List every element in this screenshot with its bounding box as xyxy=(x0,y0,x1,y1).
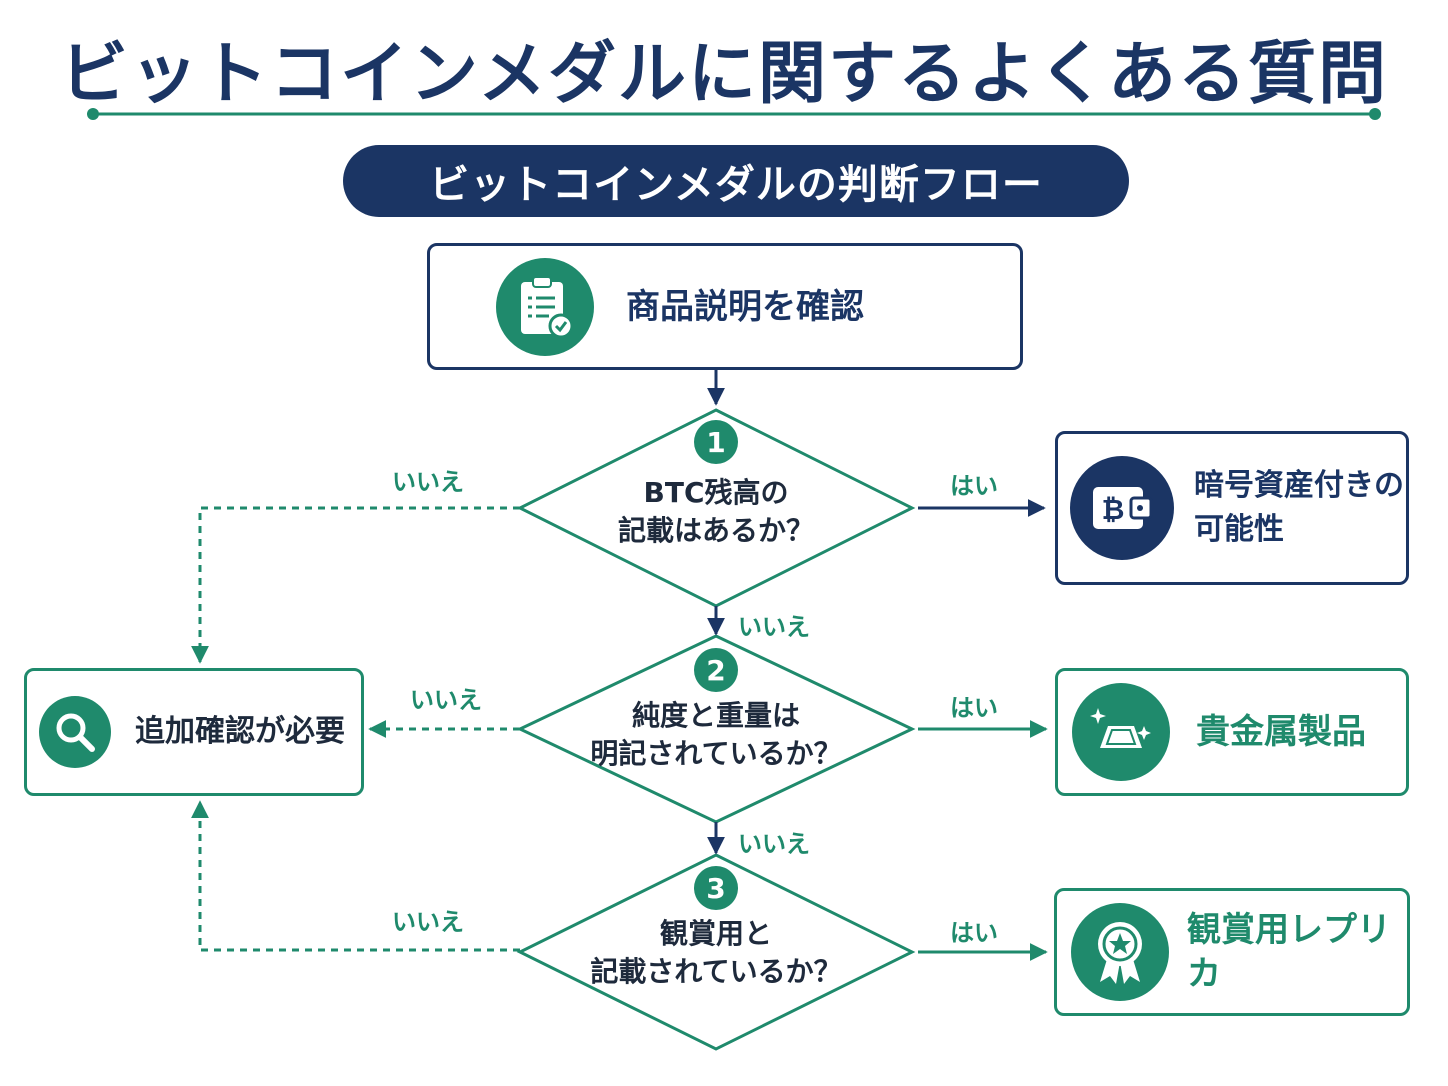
outcome-precious-metal-label: 貴金属製品 xyxy=(1196,712,1366,752)
start-label: 商品説明を確認 xyxy=(626,286,864,327)
award-ribbon-icon xyxy=(1071,903,1169,1001)
no-label-q1-left: いいえ xyxy=(392,468,464,496)
question-2-line1: 純度と重量は xyxy=(631,699,800,732)
arrow-q3-no xyxy=(191,800,520,952)
outcome-crypto-line2: 可能性 xyxy=(1194,512,1284,547)
magnifier-icon xyxy=(39,696,111,768)
outcome-replica-box: 観賞用レプリカ xyxy=(1054,888,1410,1016)
step-number-3: 3 xyxy=(694,866,738,910)
no-label-q3-left: いいえ xyxy=(392,908,464,936)
question-3-line1: 観賞用と xyxy=(659,917,772,950)
question-1-line1: BTC残高の xyxy=(643,476,789,509)
question-2-line2: 明記されているか？ xyxy=(590,737,842,770)
svg-text:₿: ₿ xyxy=(1102,493,1125,526)
outcome-replica-label: 観賞用レプリカ xyxy=(1187,910,1391,994)
gold-bar-icon xyxy=(1072,683,1170,781)
arrow-q1-no xyxy=(191,506,520,664)
yes-label-q3: はい xyxy=(950,919,998,947)
question-2: 純度と重量は 明記されているか？ xyxy=(546,697,886,773)
yes-label-q2: はい xyxy=(950,694,998,722)
additional-check-box: 追加確認が必要 xyxy=(24,668,364,796)
no-label-q2-down: いいえ xyxy=(738,830,810,858)
clipboard-check-icon xyxy=(496,257,594,356)
outcome-crypto-line1: 暗号資産付きの xyxy=(1194,468,1404,503)
question-3: 観賞用と 記載されているか？ xyxy=(546,915,886,991)
question-3-line2: 記載されているか？ xyxy=(590,955,842,988)
question-1: BTC残高の 記載はあるか？ xyxy=(566,474,866,550)
question-1-line2: 記載はあるか？ xyxy=(617,514,814,547)
start-box: 商品説明を確認 xyxy=(427,243,1023,370)
step-number-1: 1 xyxy=(694,420,738,464)
outcome-crypto-box: ₿ 暗号資産付きの 可能性 xyxy=(1055,431,1409,585)
bitcoin-wallet-icon: ₿ xyxy=(1070,456,1174,560)
no-label-q1-down: いいえ xyxy=(738,613,810,641)
additional-check-label: 追加確認が必要 xyxy=(135,714,345,749)
title-underline xyxy=(87,108,1381,120)
outcome-crypto-label: 暗号資産付きの 可能性 xyxy=(1194,464,1404,552)
outcome-precious-metal-box: 貴金属製品 xyxy=(1055,668,1409,796)
no-label-q2-left: いいえ xyxy=(410,686,482,714)
flow-title: ビットコインメダルの判断フロー xyxy=(343,145,1129,217)
yes-label-q1: はい xyxy=(950,472,998,500)
decision-diamond-3 xyxy=(516,853,916,1051)
step-number-2: 2 xyxy=(694,648,738,692)
page-title: ビットコインメダルに関するよくある質問 xyxy=(60,35,1388,114)
